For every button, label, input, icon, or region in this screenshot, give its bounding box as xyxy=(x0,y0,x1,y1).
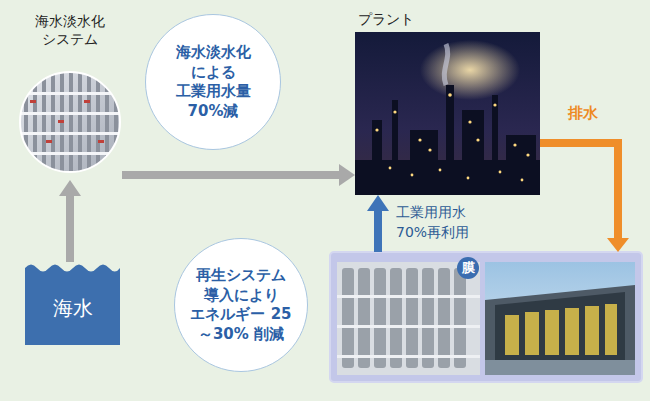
photo-frame xyxy=(20,72,120,172)
membrane-badge: 膜 xyxy=(457,257,479,279)
callout-circle: 海水淡水化 による 工業用水量 70%減 xyxy=(145,14,281,150)
callout-circle: 再生システム 導入により エネルギー 25～30% 削減 xyxy=(174,238,308,372)
callout-text: 海水淡水化 による 工業用水量 70%減 xyxy=(160,43,266,121)
plant-heading: プラント xyxy=(355,10,540,28)
membrane-panel xyxy=(330,252,642,382)
desalination-photo xyxy=(20,72,120,172)
seawater-node: 海水 xyxy=(25,262,120,345)
membrane-node: 膜 xyxy=(330,252,642,382)
membrane-tank-photo xyxy=(485,262,635,375)
flow-label: 排水 xyxy=(568,104,598,123)
callout-text: 再生システム 導入により エネルギー 25～30% 削減 xyxy=(188,266,294,344)
system-heading: 海水淡水化 システム xyxy=(18,12,122,48)
seawater-box xyxy=(25,265,120,346)
system-node: 海水淡水化 システム xyxy=(18,12,122,180)
membrane-module-photo xyxy=(337,262,480,375)
flow-arrow xyxy=(122,171,339,179)
flow-arrow xyxy=(66,196,74,262)
seawater-label: 海水 xyxy=(53,295,93,322)
flow-arrow xyxy=(540,143,618,238)
flow-arrow xyxy=(374,211,382,252)
plant-photo xyxy=(355,32,540,195)
flow-label: 工業用用水 70%再利用 xyxy=(396,203,490,242)
plant-node: プラント xyxy=(355,10,540,195)
